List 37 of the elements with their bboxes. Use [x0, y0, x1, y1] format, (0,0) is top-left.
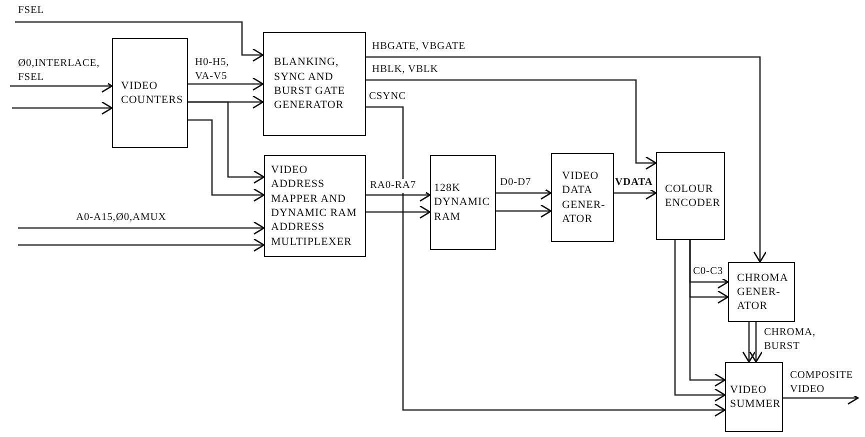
- signal-arrow: [366, 106, 726, 417]
- signal-arrow: [674, 240, 726, 402]
- block-label: 128K DYNAMIC RAM: [434, 181, 491, 224]
- signal-arrow: [366, 205, 431, 219]
- block-box: [551, 153, 614, 242]
- block-box: [430, 155, 496, 250]
- signal-arrow: [689, 240, 726, 387]
- signal-arrow: [188, 101, 265, 184]
- signal-arrow: [18, 238, 265, 252]
- signal-arrow: [742, 322, 756, 363]
- block-label: CHROMA GENER- ATOR: [737, 270, 789, 314]
- signal-label: Ø0,INTERLACE, FSEL: [18, 57, 108, 84]
- block-label: VIDEO SUMMER: [730, 382, 781, 412]
- signal-arrow: [18, 221, 265, 235]
- signal-label: D0-D7: [500, 176, 546, 190]
- block-label: COLOUR ENCODER: [665, 182, 720, 210]
- signal-label: C0-C3: [693, 265, 725, 279]
- block-box: [656, 152, 725, 240]
- signal-arrow: [12, 101, 113, 115]
- signal-arrow: [366, 56, 767, 263]
- signal-arrow: [15, 21, 264, 62]
- signal-arrow: [188, 77, 264, 91]
- block-label: BLANKING, SYNC AND BURST GATE GENERATOR: [274, 55, 346, 113]
- block-box: [112, 38, 188, 148]
- block-box: [264, 155, 366, 257]
- signal-arrow: [749, 322, 763, 363]
- signal-label: VDATA: [615, 176, 655, 190]
- block-box: [263, 32, 366, 136]
- block-box: [725, 362, 783, 432]
- block-box: [728, 262, 795, 322]
- signal-label: RA0-RA7: [370, 179, 426, 193]
- signal-arrow: [366, 79, 657, 170]
- block-label: VIDEO COUNTERS: [121, 78, 184, 108]
- signal-arrow: [496, 204, 552, 218]
- block-label: VIDEO ADDRESS MAPPER AND DYNAMIC RAM ADDRESS MULTIPLEXER: [271, 163, 358, 249]
- block-label: VIDEO DATA GENER- ATOR: [562, 168, 606, 226]
- signal-arrow: [188, 119, 265, 202]
